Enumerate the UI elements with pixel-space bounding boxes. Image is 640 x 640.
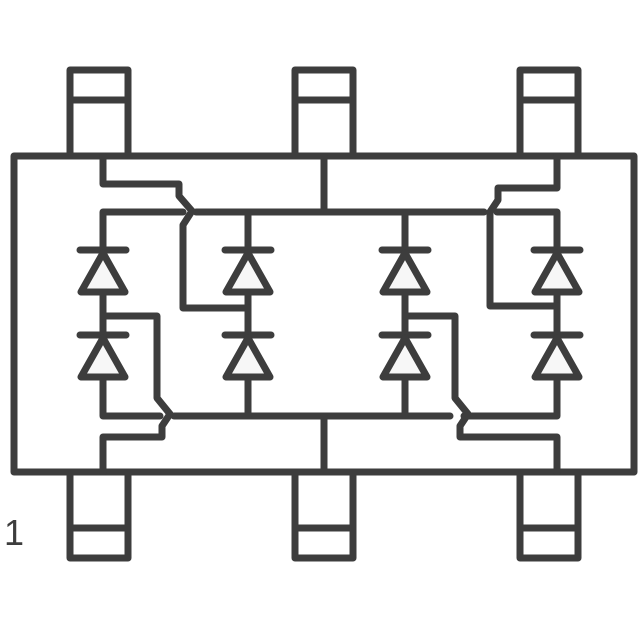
pin-top-center	[291, 66, 357, 160]
diodes	[76, 246, 584, 381]
top-bus	[99, 208, 561, 254]
wire-bottom-left	[99, 312, 174, 476]
bottom-pins	[66, 468, 582, 562]
pin1-label: 1	[4, 512, 25, 553]
pin-bottom-center	[291, 468, 357, 562]
diode-triangle	[531, 334, 583, 381]
diode-triangle	[222, 334, 274, 381]
diode-triangle	[531, 249, 583, 296]
top-pins	[66, 66, 582, 160]
pin-top-left	[66, 66, 132, 160]
diode-triangle	[379, 249, 431, 296]
diode-triangle	[77, 249, 129, 296]
diode-triangle	[222, 249, 274, 296]
wire-top-right	[486, 152, 561, 310]
pin-bottom-right	[516, 468, 582, 562]
wire-bottom-right	[401, 312, 561, 476]
pin-bottom-left	[66, 468, 132, 562]
pin-top-right	[516, 66, 582, 160]
wire-top-left	[99, 152, 252, 312]
diode-triangle	[379, 334, 431, 381]
diode-triangle	[77, 334, 129, 381]
